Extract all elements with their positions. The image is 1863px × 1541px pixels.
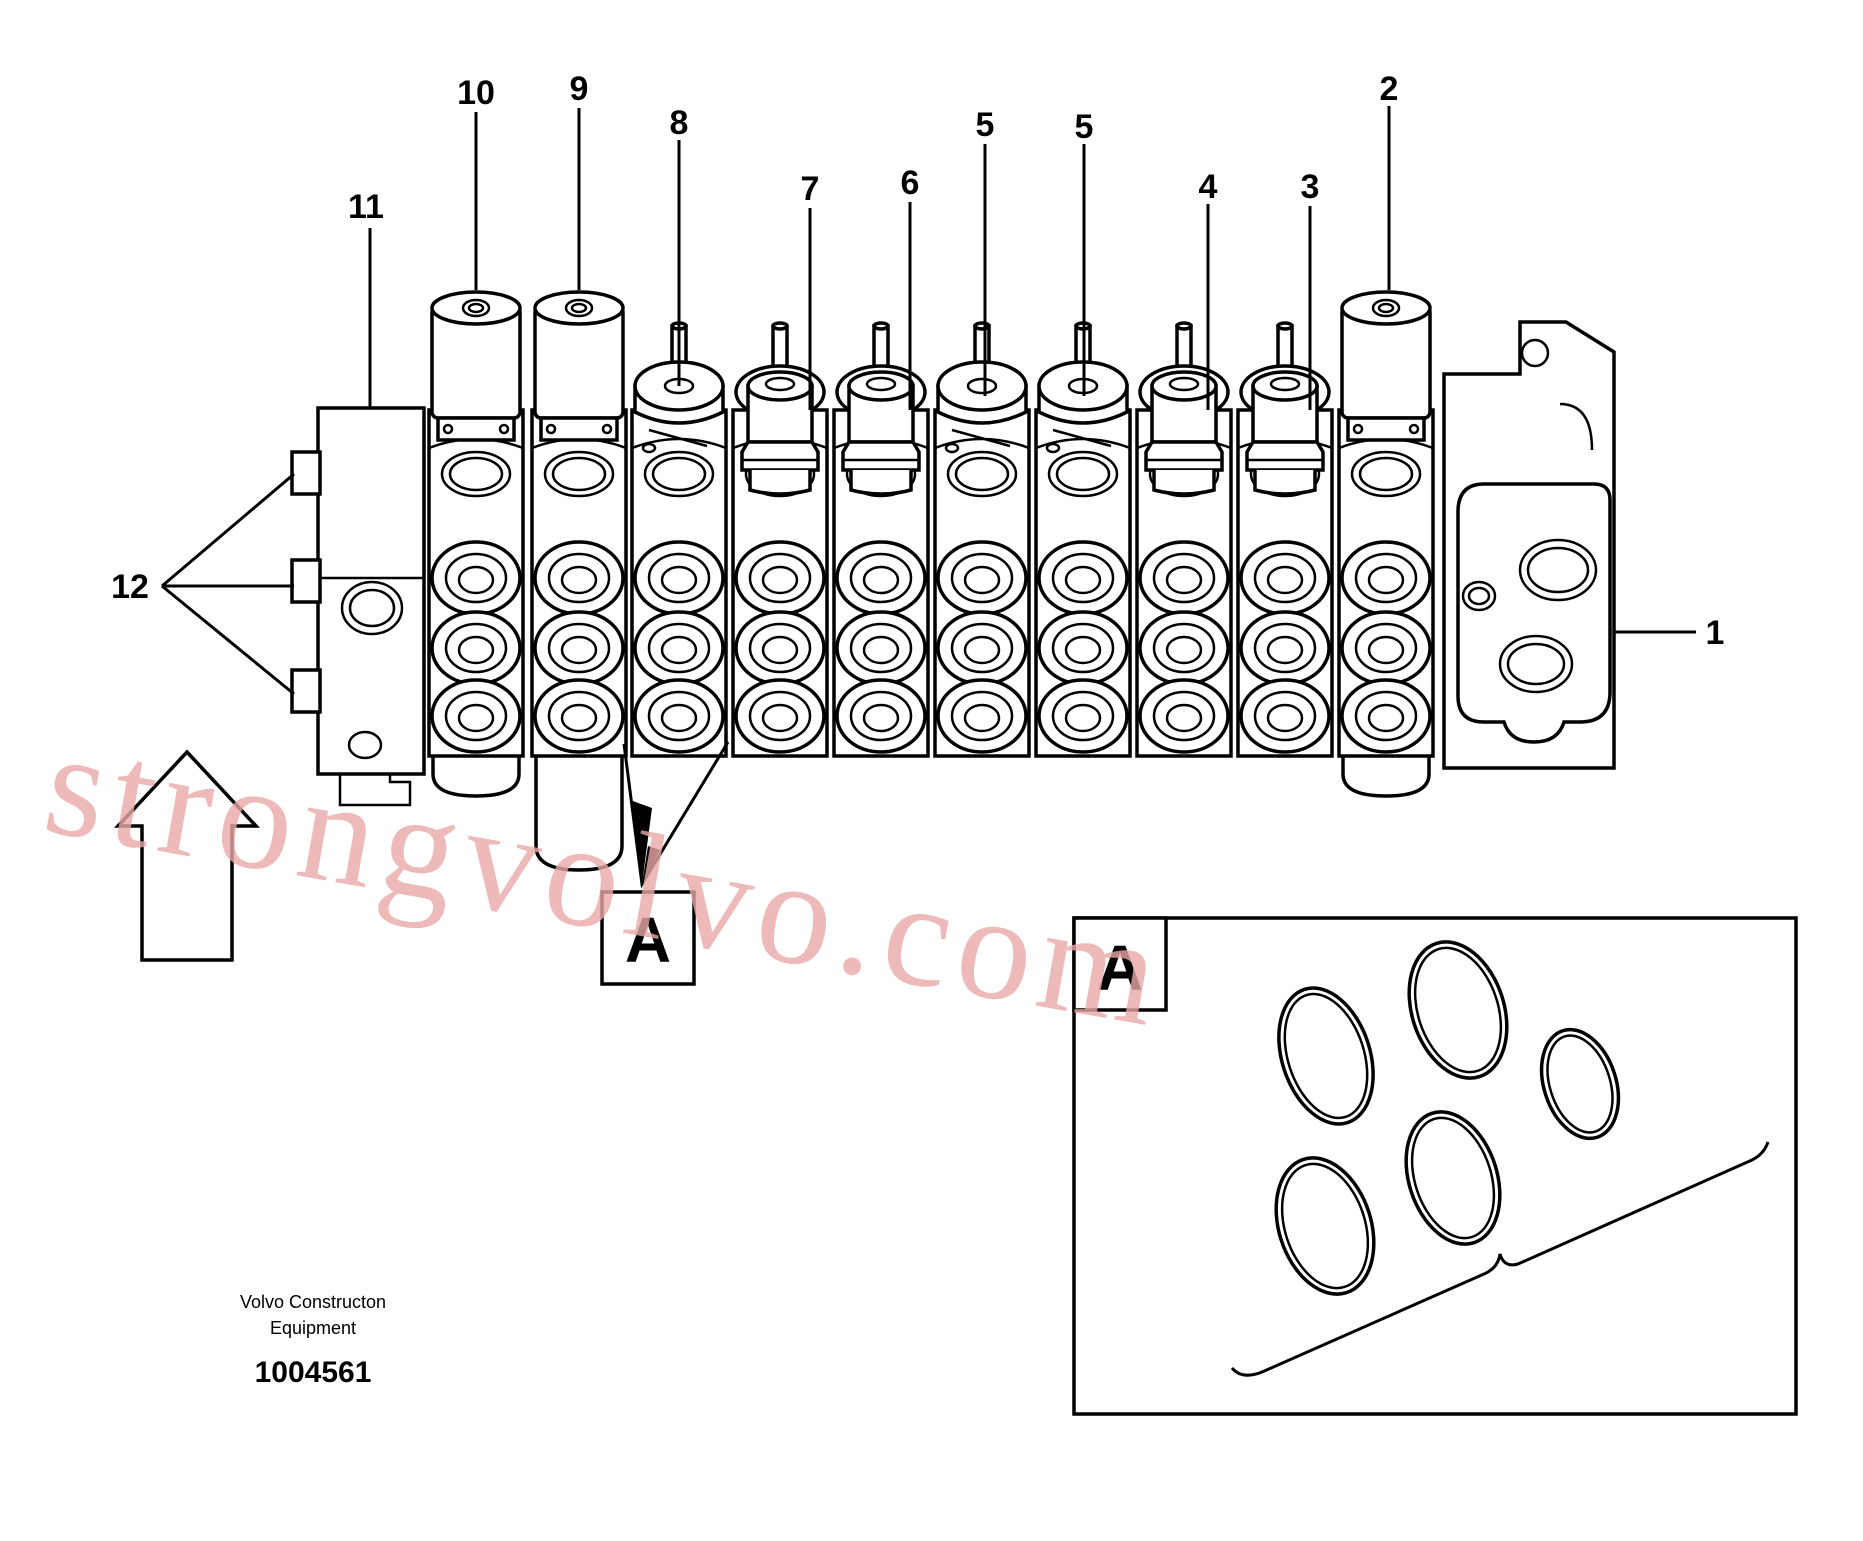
control-valve-assembly [290, 290, 1616, 872]
credit-line-1: Volvo Constructon [240, 1292, 386, 1312]
label-11: 11 [348, 188, 384, 226]
credit-line-2: Equipment [270, 1318, 356, 1338]
footer-credit: Volvo Constructon Equipment 1004561 [240, 1292, 386, 1389]
valve-section [832, 321, 930, 758]
label-5b: 5 [1075, 108, 1094, 146]
detail-marker: A [600, 890, 696, 986]
valve-section [530, 290, 628, 872]
label-6: 6 [901, 164, 920, 202]
document-number: 1004561 [255, 1356, 372, 1389]
label-12: 12 [111, 568, 149, 606]
valve-section [1337, 290, 1435, 798]
leader-lines [161, 106, 1696, 889]
valve-section [933, 321, 1031, 758]
valve-section [630, 321, 728, 758]
detail-view-a: A [1072, 916, 1798, 1416]
valve-section [1236, 321, 1334, 758]
valve-section [731, 321, 829, 758]
direction-arrow [113, 749, 261, 962]
end-block [1442, 320, 1616, 770]
label-8: 8 [670, 104, 689, 142]
valve-section [427, 290, 525, 798]
label-4: 4 [1199, 168, 1218, 206]
inlet-block [290, 406, 426, 807]
detail-marker-letter: A [625, 904, 671, 976]
o-rings [1274, 940, 1621, 1296]
label-5a: 5 [976, 106, 995, 144]
valve-section [1135, 321, 1233, 758]
label-10: 10 [457, 74, 495, 112]
label-7: 7 [801, 170, 820, 208]
group-brace-13 [1230, 1141, 1770, 1377]
callout-labels: 10 9 8 11 7 6 5 5 4 3 2 1 12 13 [111, 70, 1724, 1338]
label-2: 2 [1380, 70, 1399, 108]
label-1: 1 [1706, 614, 1725, 652]
label-3: 3 [1301, 168, 1320, 206]
detail-view-letter: A [1097, 932, 1143, 1004]
label-9: 9 [570, 70, 589, 108]
valve-sections [427, 290, 1435, 872]
